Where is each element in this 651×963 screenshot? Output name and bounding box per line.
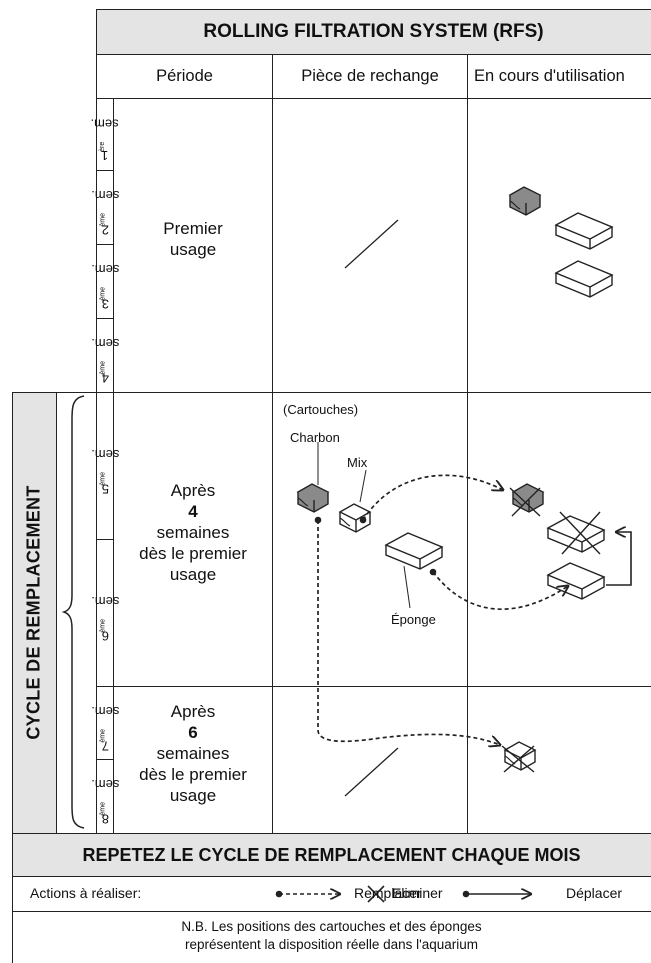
charcoal-label: Charbon xyxy=(290,430,340,445)
replace-arrow-charcoal xyxy=(317,520,500,745)
spare-slash-first xyxy=(344,219,399,269)
eliminated-cartridge-icon xyxy=(504,741,536,771)
sponge-icon xyxy=(547,562,605,600)
header-in-use: En cours d'utilisation xyxy=(474,67,625,85)
replace-arrow-sponge xyxy=(432,571,568,611)
legend-move-label: Déplacer xyxy=(566,885,623,901)
header-period: Période xyxy=(156,67,213,85)
cycle-column-bg xyxy=(12,392,56,833)
legend-actions-label: Actions à réaliser: xyxy=(30,885,142,901)
mix-label: Mix xyxy=(347,455,368,470)
cartridges-heading: (Cartouches) xyxy=(283,402,359,417)
charcoal-cartridge-icon xyxy=(509,186,541,216)
sponge-icon xyxy=(555,212,613,250)
legend-eliminate-label: Eliminer xyxy=(392,885,443,901)
repeat-banner: REPETEZ LE CYCLE DE REMPLACEMENT CHAQUE … xyxy=(82,844,581,865)
spare-slash-last xyxy=(344,747,399,797)
sponge-icon xyxy=(555,260,613,298)
footnote: N.B. Les positions des cartouches et des… xyxy=(181,919,482,952)
legend-eliminate-icon xyxy=(367,885,385,903)
sponge-icon xyxy=(385,532,443,570)
page-title: ROLLING FILTRATION SYSTEM (RFS) xyxy=(203,21,544,42)
eliminated-sponge-icon xyxy=(547,515,605,553)
charcoal-cartridge-icon xyxy=(297,483,329,513)
sponge-label: Éponge xyxy=(391,612,436,627)
replace-arrow-mix xyxy=(362,474,503,521)
repeat-banner-bg xyxy=(12,833,651,876)
legend-replace-label: Remplacer xyxy=(354,885,422,901)
cycle-brace xyxy=(61,395,85,829)
title-bar-bg xyxy=(96,9,651,54)
header-spare-part: Pièce de rechange xyxy=(301,67,439,85)
move-arrow xyxy=(606,532,632,586)
eliminated-cartridge-icon xyxy=(512,483,544,513)
